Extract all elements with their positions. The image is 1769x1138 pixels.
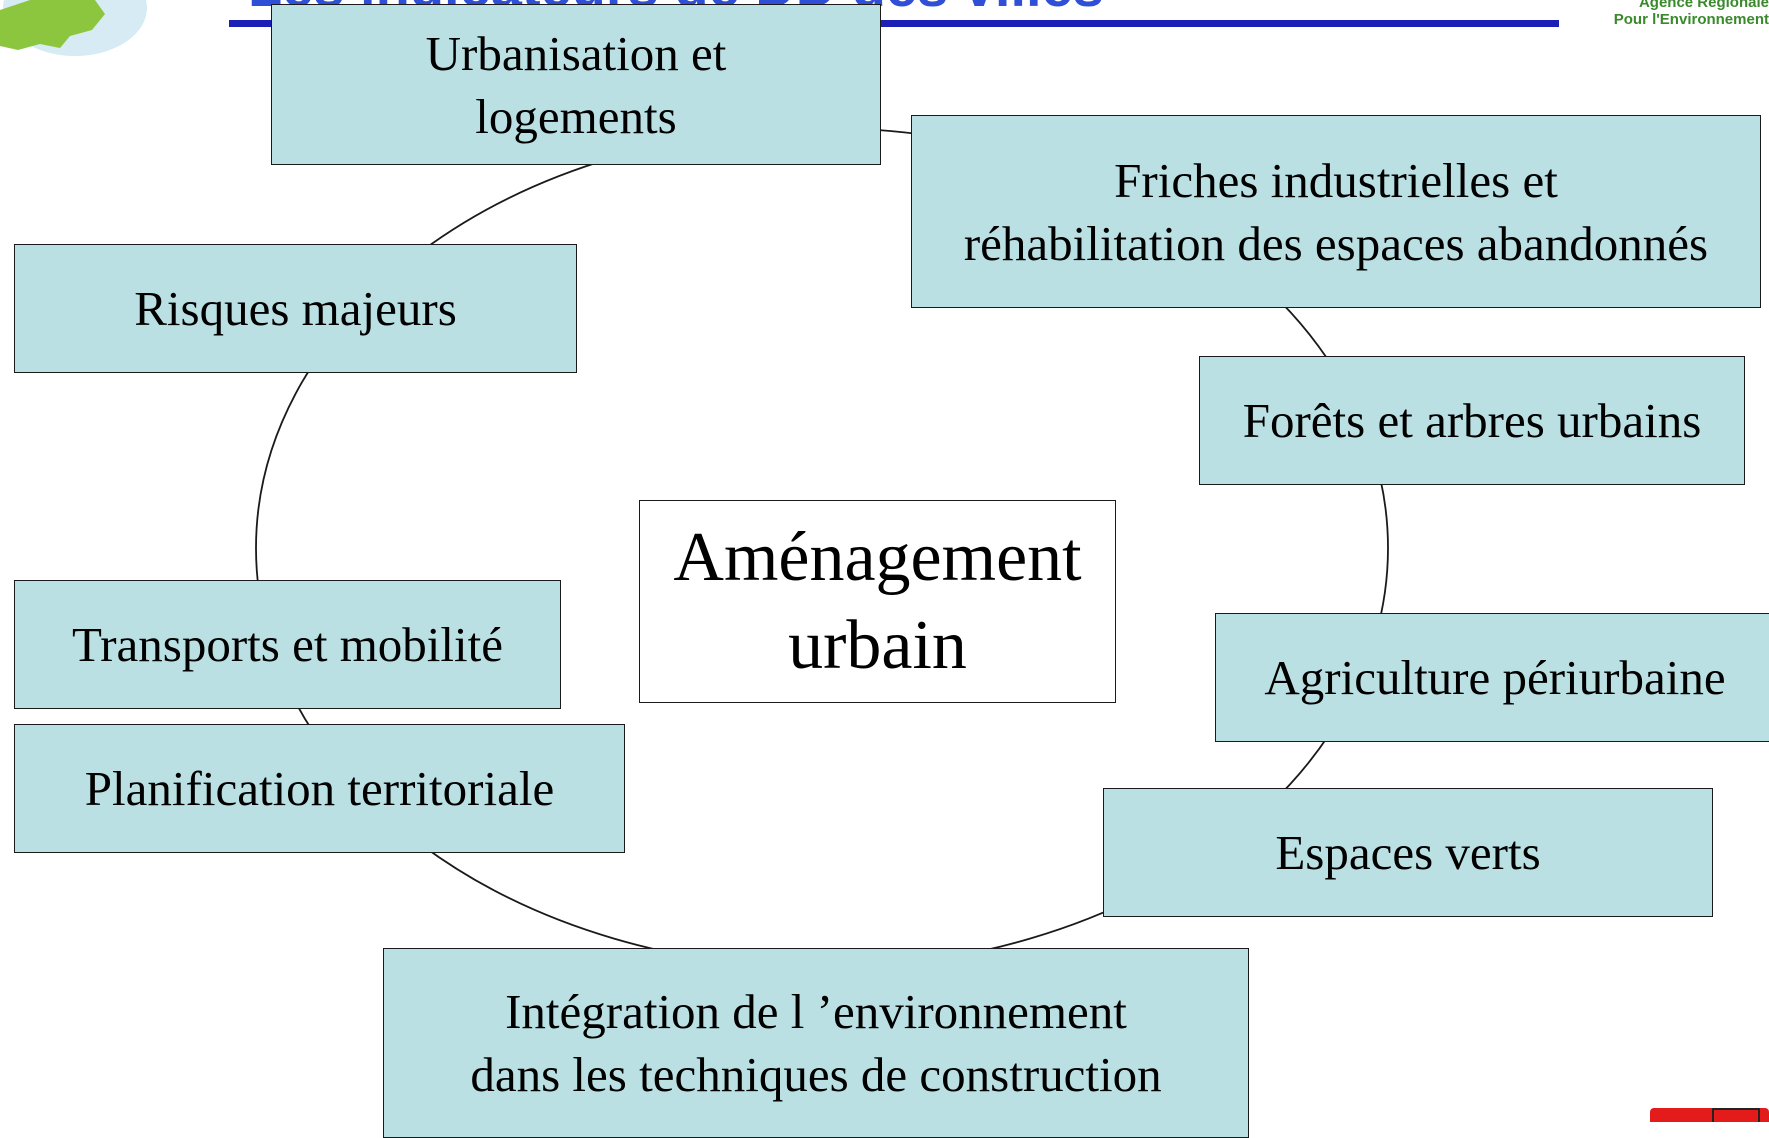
node-planification: Planification territoriale <box>14 724 625 853</box>
node-risques: Risques majeurs <box>14 244 577 373</box>
node-espaces-verts: Espaces verts <box>1103 788 1713 917</box>
agency-name: Agence Régionale Pour l'Environnement <box>1589 0 1769 28</box>
center-node-amenagement: Aménagement urbain <box>639 500 1116 703</box>
node-integration: Intégration de l ’environnement dans les… <box>383 948 1249 1138</box>
nav-badge-frame <box>1712 1108 1760 1122</box>
nav-badge <box>1650 1108 1769 1122</box>
region-logo-icon <box>0 0 147 56</box>
node-friches: Friches industrielles et réhabilitation … <box>911 115 1761 308</box>
agency-name-line-2: Pour l'Environnement <box>1613 11 1769 28</box>
agency-name-line-1: Agence Régionale <box>1638 0 1769 11</box>
node-agriculture: Agriculture périurbaine <box>1215 613 1769 742</box>
node-urbanisation: Urbanisation et logements <box>271 4 881 165</box>
node-transports: Transports et mobilité <box>14 580 561 709</box>
node-forets: Forêts et arbres urbains <box>1199 356 1745 485</box>
title-underline <box>229 20 1559 27</box>
